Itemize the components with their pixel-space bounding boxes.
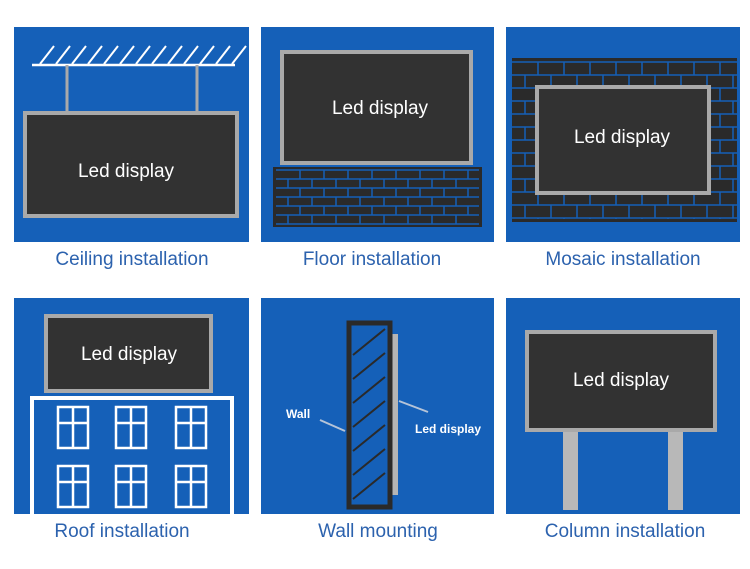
screen-label: Led display (78, 161, 175, 182)
ceiling-graphic: Led display (23, 45, 247, 218)
floor-graphic: Led display (273, 50, 482, 227)
column-right (668, 432, 683, 510)
led-screen (23, 111, 239, 218)
caption-ceiling: Ceiling installation (55, 249, 208, 270)
screen-label: Led display (332, 98, 429, 119)
led-screen (44, 314, 213, 393)
screen-label: Led display (415, 422, 481, 436)
caption-mosaic: Mosaic installation (545, 249, 700, 270)
led-screen (535, 85, 711, 195)
caption-floor: Floor installation (303, 249, 441, 270)
wall-label: Wall (286, 407, 310, 421)
led-screen-side (391, 334, 398, 495)
screen-label: Led display (574, 127, 671, 148)
column-left (563, 432, 578, 510)
building (30, 396, 234, 514)
led-screen (525, 330, 717, 432)
led-screen (280, 50, 473, 165)
caption-column: Column installation (545, 521, 706, 542)
caption-wall: Wall mounting (318, 521, 438, 542)
mosaic-graphic: Led display (512, 58, 737, 222)
wall-graphic: Wall Led display (286, 320, 481, 510)
screen-label: Led display (573, 370, 670, 391)
screen-label: Led display (81, 344, 178, 365)
column-graphic: Led display (525, 330, 717, 510)
caption-roof: Roof installation (54, 521, 189, 542)
roof-graphic: Led display (30, 314, 234, 514)
wall (346, 320, 393, 510)
